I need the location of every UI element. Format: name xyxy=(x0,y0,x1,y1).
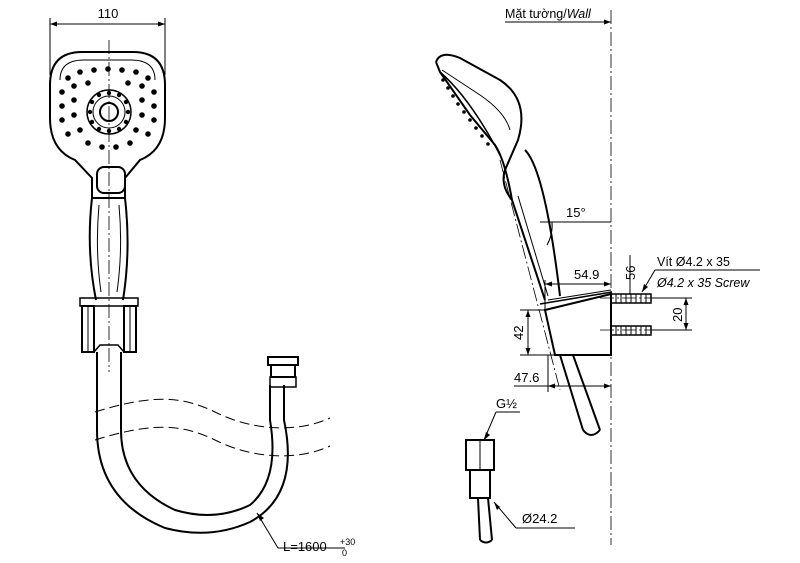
front-view: 110 xyxy=(49,6,355,558)
mode-button xyxy=(96,166,126,194)
spray-nozzles xyxy=(59,66,157,150)
dim-bracket-height: 42 xyxy=(511,326,526,340)
hose xyxy=(94,352,331,534)
dim-screw-offset: 56 xyxy=(623,266,638,280)
wall-bracket-front xyxy=(79,297,139,353)
shower-head-outline xyxy=(49,51,166,199)
shower-head-side xyxy=(435,53,523,201)
dim-head-width: 110 xyxy=(98,6,119,21)
wall-label-vn: Mặt tường/ xyxy=(505,7,567,21)
dim-nut-diameter: Ø24.2 xyxy=(522,511,557,526)
dim-angle: 15° xyxy=(566,205,586,220)
wall-label-en: Wall xyxy=(567,7,592,21)
dim-hose-tol-lower: 0 xyxy=(342,548,347,558)
hose-fitting xyxy=(267,356,299,388)
wall-label: Mặt tường/Wall xyxy=(505,7,592,21)
dim-bracket-offset: 47.6 xyxy=(514,370,539,385)
hose-nut xyxy=(465,439,495,544)
screws xyxy=(600,293,660,336)
dim-hose-length: L=1600 xyxy=(283,539,327,554)
screw-label-en: Ø4.2 x 35 Screw xyxy=(656,276,750,290)
side-view: Mặt tường/Wall 15° xyxy=(435,7,760,545)
screw-label-vn: Vít Ø4.2 x 35 xyxy=(657,255,730,269)
dim-bracket-depth: 54.9 xyxy=(574,267,599,282)
handle xyxy=(88,197,129,301)
dim-screw-spacing: 20 xyxy=(670,308,685,322)
wall-bracket-side xyxy=(539,289,613,356)
dim-hose-tol-upper: +30 xyxy=(340,537,355,547)
dim-thread: G½ xyxy=(496,396,517,411)
